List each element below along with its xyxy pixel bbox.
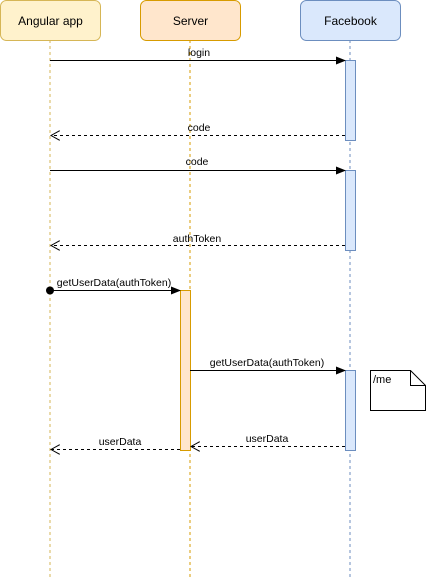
message-login-label: login (188, 47, 210, 59)
message-userdata-angular: userData (51, 436, 180, 450)
message-userdata-server: userData (191, 433, 345, 447)
participant-server: Server (140, 0, 241, 41)
note-me: /me (370, 370, 426, 411)
message-authtoken-return: authToken (51, 233, 345, 246)
message-getuserdata-facebook-label: getUserData(authToken) (210, 357, 324, 369)
message-getuserdata-server: getUserData(authToken) (46, 277, 181, 295)
message-userdata-server-label: userData (246, 433, 289, 445)
activation-facebook-2 (345, 170, 356, 251)
activation-server (180, 290, 191, 451)
message-getuserdata-facebook: getUserData(authToken) (190, 357, 346, 375)
activation-facebook-3 (345, 370, 356, 451)
participant-server-label: Server (173, 14, 208, 28)
activation-facebook-1 (345, 60, 356, 141)
message-userdata-angular-label: userData (99, 436, 142, 448)
message-code-return: code (51, 122, 345, 136)
message-getuserdata-server-label: getUserData(authToken) (57, 277, 171, 289)
message-login: login (50, 47, 346, 65)
message-code-return-label: code (188, 122, 211, 134)
participant-angular: Angular app (0, 0, 101, 41)
message-code: code (50, 156, 346, 175)
note-me-label: /me (373, 374, 391, 386)
participant-angular-label: Angular app (18, 14, 83, 28)
participant-facebook-label: Facebook (324, 14, 378, 28)
message-authtoken-label: authToken (173, 233, 222, 245)
message-code-label: code (186, 156, 209, 168)
participant-facebook: Facebook (300, 0, 401, 41)
